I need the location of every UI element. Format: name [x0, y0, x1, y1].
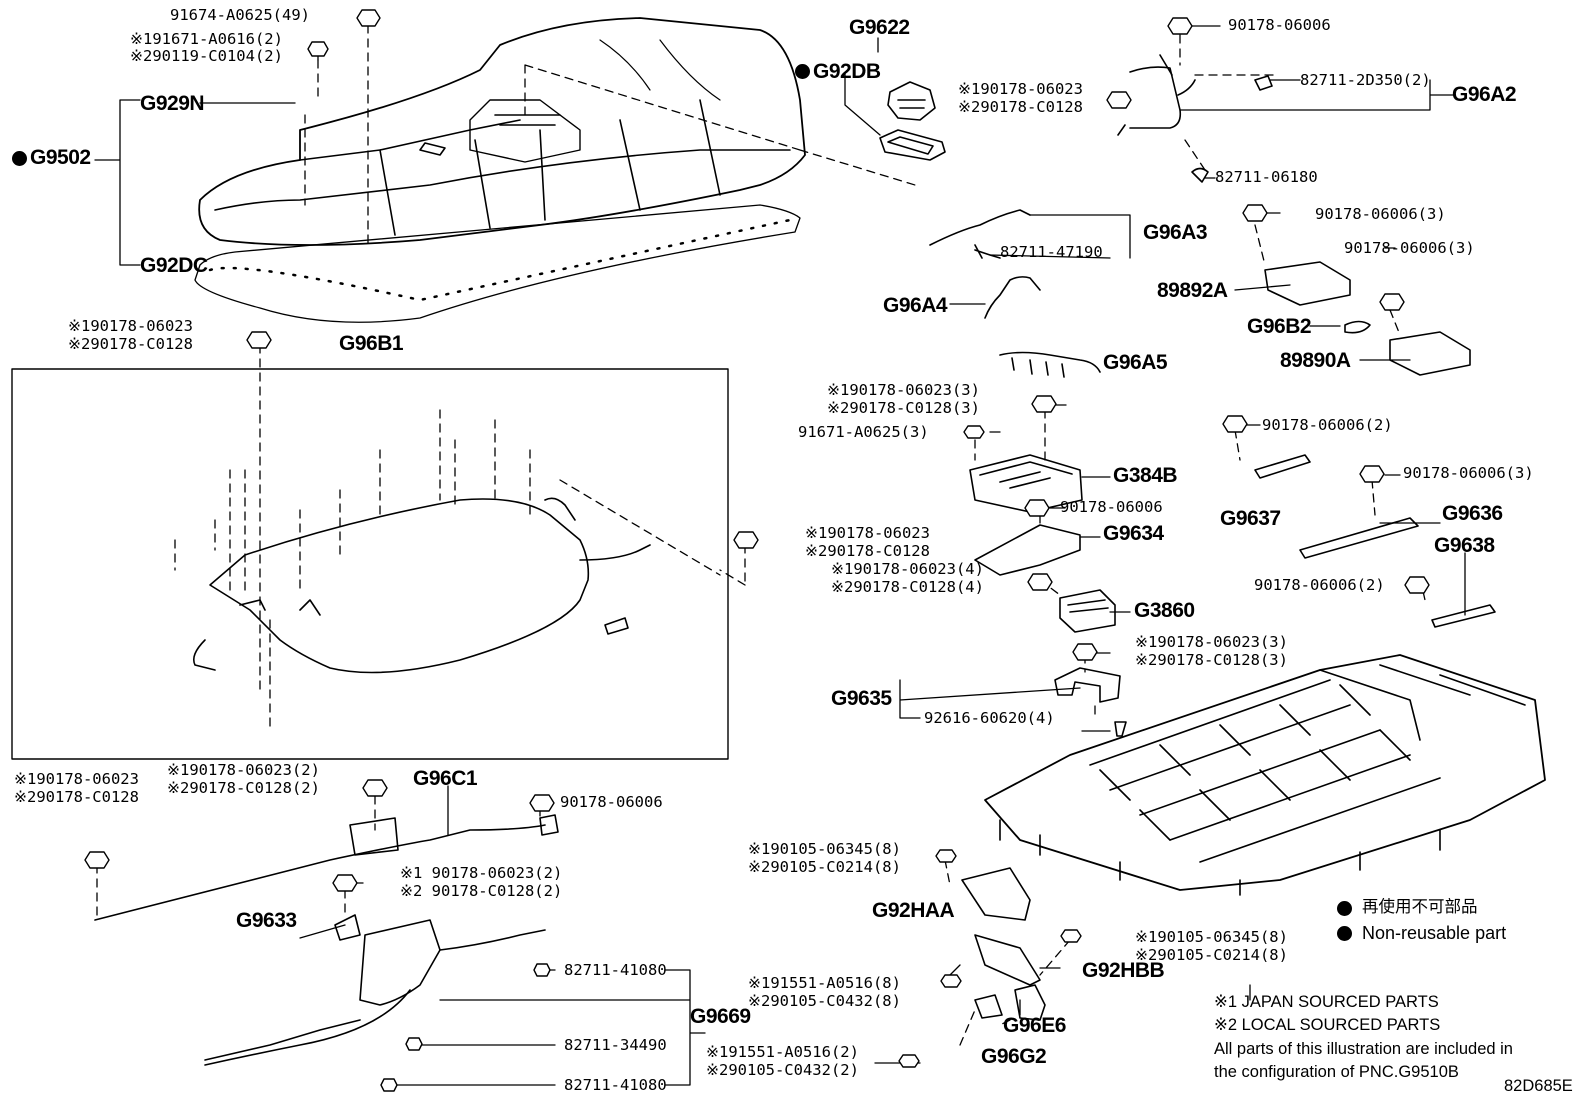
label-g96a3[interactable]: G96A3	[1143, 221, 1208, 244]
part-290105-c0432-2[interactable]: ※290105-C0432(2)	[706, 1061, 859, 1079]
wire-g96a2-illustration	[1117, 54, 1273, 183]
battery-cover-illustration	[194, 17, 806, 323]
part-90178-06006-top[interactable]: 90178-06006	[1228, 16, 1331, 34]
note-local-sourced: ※2 LOCAL SOURCED PARTS	[1214, 1016, 1441, 1034]
label-89890a[interactable]: 89890A	[1280, 349, 1351, 372]
part-82711-41080-a[interactable]: 82711-41080	[564, 961, 667, 979]
battery-stack-illustration	[984, 654, 1546, 896]
part-90178-06006-c1[interactable]: 90178-06006	[560, 793, 663, 811]
label-g96c1[interactable]: G96C1	[413, 767, 478, 790]
fasteners	[84, 9, 1430, 1092]
label-g9622[interactable]: G9622	[849, 16, 910, 39]
part-91671-a0625[interactable]: 91671-A0625(3)	[798, 423, 929, 441]
dashed-leader-lines	[96, 24, 1426, 1046]
label-g9633[interactable]: G9633	[236, 909, 297, 932]
part-190178-06023-2b[interactable]: ※1 90178-06023(2)	[400, 864, 563, 882]
label-g96a2[interactable]: G96A2	[1452, 83, 1517, 106]
part-290105-c0214-b[interactable]: ※290105-C0214(8)	[1135, 946, 1288, 964]
label-89892a[interactable]: 89892A	[1157, 279, 1228, 302]
label-g92hbb[interactable]: G92HBB	[1082, 959, 1165, 982]
leader-lines	[94, 16, 1466, 1086]
label-g9636[interactable]: G9636	[1442, 502, 1503, 525]
label-g96a4[interactable]: G96A4	[883, 294, 948, 317]
part-82711-47190[interactable]: 82711-47190	[1000, 243, 1103, 261]
label-g92haa[interactable]: G92HAA	[872, 899, 955, 922]
part-191671-a0616[interactable]: ※191671-A0616(2)	[130, 30, 283, 48]
part-190178-06023-2a[interactable]: ※190178-06023(2)	[167, 761, 320, 779]
label-g384b[interactable]: G384B	[1113, 464, 1178, 487]
label-g9635[interactable]: G9635	[831, 687, 892, 710]
part-190178-06023-3b[interactable]: ※190178-06023(3)	[1135, 633, 1288, 651]
part-290178-c0128-3b[interactable]: ※290178-C0128(3)	[1135, 651, 1288, 669]
part-290105-c0432-8[interactable]: ※290105-C0432(8)	[748, 992, 901, 1010]
label-g9638[interactable]: G9638	[1434, 534, 1495, 557]
part-190105-06345-b[interactable]: ※190105-06345(8)	[1135, 928, 1288, 946]
label-g96b1[interactable]: G96B1	[339, 332, 404, 355]
part-82711-06180[interactable]: 82711-06180	[1215, 168, 1318, 186]
service-plug-illustration	[879, 81, 946, 161]
nonreusable-marker-g9502	[12, 151, 27, 166]
legend-text-en: Non-reusable part	[1362, 923, 1507, 943]
part-290178-c0128-2b[interactable]: ※2 90178-C0128(2)	[400, 882, 563, 900]
part-82711-34490[interactable]: 82711-34490	[564, 1036, 667, 1054]
part-91674-a0625[interactable]: 91674-A0625(49)	[170, 6, 310, 24]
note-configuration: the configuration of PNC.G9510B	[1214, 1063, 1459, 1081]
part-290178-c0128-2a[interactable]: ※290178-C0128(2)	[167, 779, 320, 797]
part-190178-06023-c[interactable]: ※190178-06023	[805, 524, 930, 542]
part-290178-c0128-3a[interactable]: ※290178-C0128(3)	[827, 399, 980, 417]
part-90178-06006-2b[interactable]: 90178-06006(2)	[1254, 576, 1385, 594]
sensor-wires-illustration	[929, 209, 1101, 378]
part-290105-c0214-a[interactable]: ※290105-C0214(8)	[748, 858, 901, 876]
label-g9669[interactable]: G9669	[690, 1005, 751, 1028]
label-g92db[interactable]: G92DB	[813, 60, 881, 83]
part-82711-2d350[interactable]: 82711-2D350(2)	[1300, 71, 1431, 89]
lower-harness-illustration	[94, 814, 559, 1066]
label-g9637[interactable]: G9637	[1220, 507, 1281, 530]
label-g92dc[interactable]: G92DC	[140, 254, 208, 277]
part-290178-c0128-4[interactable]: ※290178-C0128(4)	[831, 578, 984, 596]
brackets-illustration	[1254, 454, 1496, 628]
label-g929n[interactable]: G929N	[140, 92, 205, 115]
bracket-g9635-illustration	[1054, 667, 1127, 737]
part-82711-41080-b[interactable]: 82711-41080	[564, 1076, 667, 1094]
part-290178-c0128-c[interactable]: ※290178-C0128	[805, 542, 930, 560]
label-g96e6[interactable]: G96E6	[1003, 1014, 1066, 1037]
lower-small-parts-illustration	[961, 867, 1046, 1021]
part-190178-06023-4[interactable]: ※190178-06023(4)	[831, 560, 984, 578]
part-290178-c0128-d[interactable]: ※290178-C0128	[14, 788, 139, 806]
part-90178-06006-3a[interactable]: 90178-06006(3)	[1315, 205, 1446, 223]
part-190178-06023-a[interactable]: ※190178-06023	[68, 317, 193, 335]
legend-marker-en	[1337, 926, 1352, 941]
part-191551-a0516-2[interactable]: ※191551-A0516(2)	[706, 1043, 859, 1061]
legend-text-jp: 再使用不可部品	[1362, 898, 1478, 916]
note-included-parts: All parts of this illustration are inclu…	[1214, 1040, 1513, 1058]
part-290178-c0128-a[interactable]: ※290178-C0128	[68, 335, 193, 353]
label-g9502[interactable]: G9502	[30, 146, 91, 169]
harness-g96b1-illustration	[11, 368, 729, 760]
legend-marker-jp	[1337, 901, 1352, 916]
junction-block-illustration	[969, 454, 1116, 633]
part-190105-06345-a[interactable]: ※190105-06345(8)	[748, 840, 901, 858]
diagram-id: 82D685E	[1504, 1077, 1573, 1095]
part-190178-06023-d[interactable]: ※190178-06023	[14, 770, 139, 788]
label-g96b2[interactable]: G96B2	[1247, 315, 1312, 338]
note-japan-sourced: ※1 JAPAN SOURCED PARTS	[1214, 993, 1439, 1011]
part-90178-06006-3b[interactable]: 90178-06006(3)	[1344, 239, 1475, 257]
part-90178-06006-3c[interactable]: 90178-06006(3)	[1403, 464, 1534, 482]
part-190178-06023-b[interactable]: ※190178-06023	[958, 80, 1083, 98]
part-90178-06006-g9634[interactable]: 90178-06006	[1060, 498, 1163, 516]
part-92616-60620[interactable]: 92616-60620(4)	[924, 709, 1055, 727]
part-191551-a0516-8[interactable]: ※191551-A0516(8)	[748, 974, 901, 992]
label-g96a5[interactable]: G96A5	[1103, 351, 1168, 374]
nonreusable-marker-g92db	[795, 64, 810, 79]
part-90178-06006-2a[interactable]: 90178-06006(2)	[1262, 416, 1393, 434]
part-290119-c0104[interactable]: ※290119-C0104(2)	[130, 47, 283, 65]
label-g96g2[interactable]: G96G2	[981, 1045, 1047, 1068]
label-g3860[interactable]: G3860	[1134, 599, 1195, 622]
label-g9634[interactable]: G9634	[1103, 522, 1164, 545]
part-290178-c0128-b[interactable]: ※290178-C0128	[958, 98, 1083, 116]
part-190178-06023-3a[interactable]: ※190178-06023(3)	[827, 381, 980, 399]
